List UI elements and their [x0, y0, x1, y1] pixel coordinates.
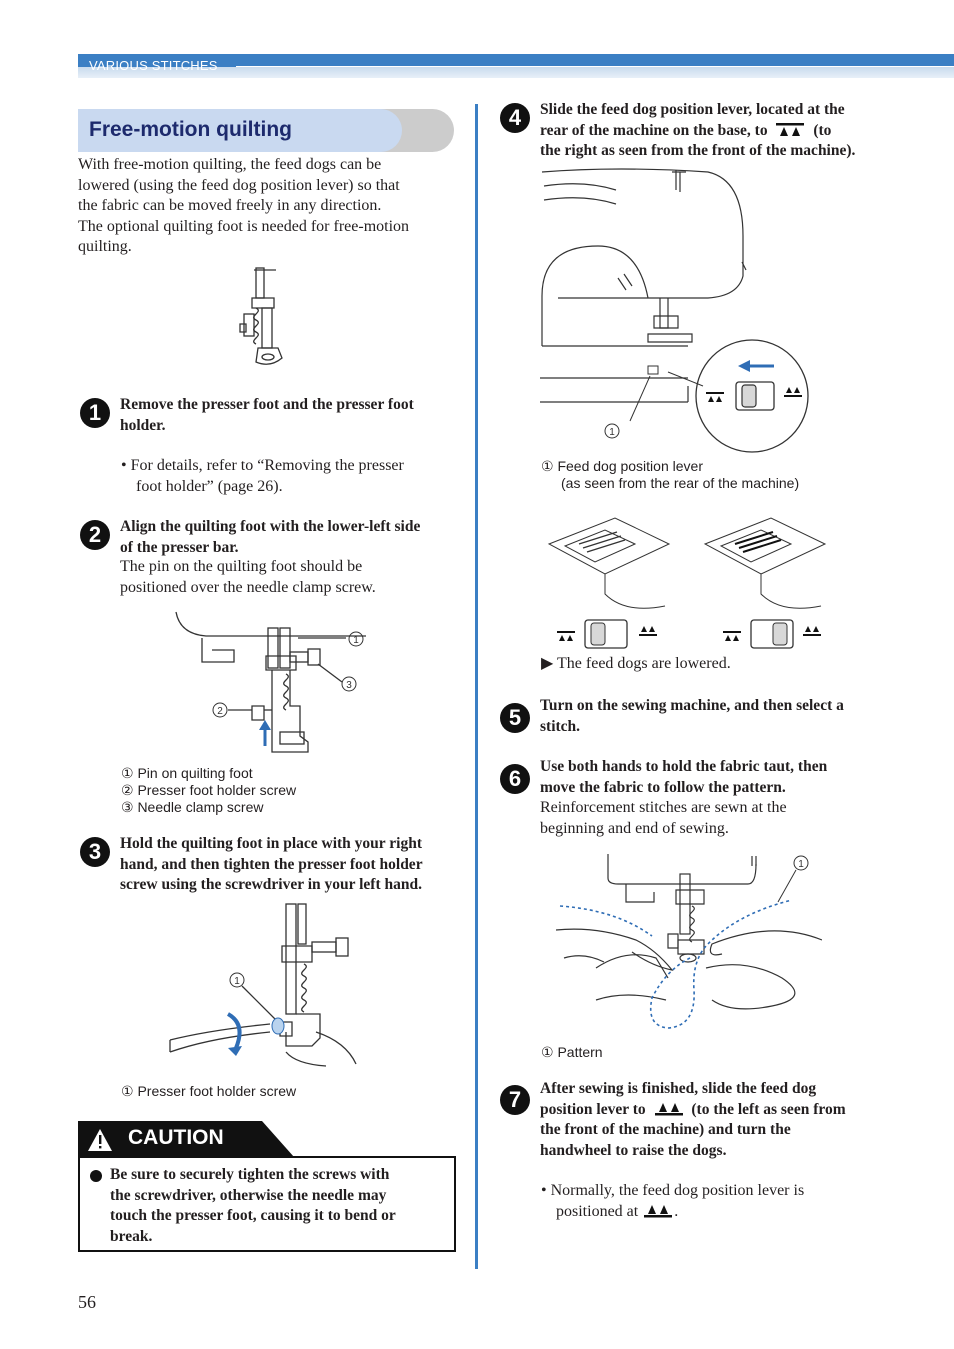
body-line: positioned over the needle clamp screw. — [120, 578, 376, 596]
step-2-title: Align the quilting foot with the lower-l… — [120, 517, 465, 558]
section-title-text: Free-motion quilting — [89, 118, 292, 141]
bullet-segment: . — [674, 1202, 679, 1220]
feed-dog-raised-icon — [654, 1102, 683, 1115]
step-4-title: Slide the feed dog position lever, locat… — [540, 100, 900, 162]
caption-line: ③ Needle clamp screw — [121, 799, 264, 815]
svg-text:1: 1 — [353, 635, 359, 646]
feed-dog-comparison-illustration — [547, 517, 827, 649]
intro-line: lowered (using the feed dog position lev… — [78, 176, 400, 194]
caution-header — [78, 1121, 294, 1157]
step-7-bullet: • Normally, the feed dog position lever … — [541, 1181, 901, 1222]
caution-text: Be sure to securely tighten the screws w… — [110, 1165, 448, 1247]
step-number-badge: 5 — [500, 703, 530, 733]
step-title-line: hand, and then tighten the presser foot … — [120, 855, 423, 873]
step-number-badge: 4 — [500, 103, 530, 133]
caption-line: ② Presser foot holder screw — [121, 782, 297, 798]
body-line: The pin on the quilting foot should be — [120, 558, 363, 575]
intro-paragraph: With free-motion quilting, the feed dogs… — [78, 155, 458, 258]
step-number-badge: 1 — [80, 398, 110, 428]
svg-text:1: 1 — [609, 427, 615, 438]
step-title-line: After sewing is finished, slide the feed… — [540, 1080, 817, 1097]
feed-dog-raised-icon — [644, 1204, 673, 1217]
bullet-segment: positioned at — [556, 1202, 639, 1220]
chapter-label: VARIOUS STITCHES — [89, 58, 218, 73]
step-number-badge: 7 — [500, 1085, 530, 1115]
step-7-title: After sewing is finished, slide the feed… — [540, 1079, 900, 1161]
step-title-line: Use both hands to hold the fabric taut, … — [540, 758, 828, 775]
step-title-line: Slide the feed dog position lever, locat… — [540, 101, 845, 118]
bullet-line: positioned at . — [541, 1202, 901, 1223]
section-title: Free-motion quilting — [78, 109, 454, 152]
caution-line: the screwdriver, otherwise the needle ma… — [110, 1186, 387, 1204]
step-title-line: Remove the presser foot and the presser … — [120, 396, 414, 413]
bullet-line: • For details, refer to “Removing the pr… — [121, 457, 404, 474]
caution-bullet — [90, 1170, 102, 1182]
bullet-line: • Normally, the feed dog position lever … — [541, 1182, 805, 1199]
intro-line: With free-motion quilting, the feed dogs… — [78, 156, 382, 173]
step-1-title: Remove the presser foot and the presser … — [120, 395, 460, 436]
svg-text:2: 2 — [217, 706, 223, 717]
step-title-line: move the fabric to follow the pattern. — [540, 778, 786, 796]
bullet-line: foot holder” (page 26). — [136, 477, 283, 495]
step-6-title: Use both hands to hold the fabric taut, … — [540, 757, 900, 798]
step-6-body: Reinforcement stitches are sewn at the b… — [540, 798, 900, 839]
body-line: Reinforcement stitches are sewn at the — [540, 799, 787, 816]
step-2-captions: ① Pin on quilting foot ② Presser foot ho… — [121, 765, 451, 816]
step-title-line: rear of the machine on the base, to (to — [540, 121, 900, 142]
caption-line: (as seen from the rear of the machine) — [561, 475, 800, 491]
caution-line: break. — [110, 1227, 153, 1245]
svg-text:3: 3 — [346, 680, 352, 691]
caution-line: Be sure to securely tighten the screws w… — [110, 1166, 390, 1183]
step-number-badge: 6 — [500, 764, 530, 794]
caution-box — [78, 1156, 456, 1252]
step-6-caption: ① Pattern — [541, 1044, 603, 1060]
step-number-badge: 2 — [80, 520, 110, 550]
step-2-body: The pin on the quilting foot should be p… — [120, 557, 465, 598]
step-title-segment: rear of the machine on the base, to — [540, 121, 768, 139]
step-title-line: the right as seen from the front of the … — [540, 142, 856, 159]
step-title-line: holder. — [120, 416, 166, 434]
step-5-title: Turn on the sewing machine, and then sel… — [540, 696, 900, 737]
quilting-foot-illustration — [239, 267, 283, 365]
step-title-line: of the presser bar. — [120, 538, 239, 556]
intro-line: quilting. — [78, 238, 132, 255]
step-title-line: Turn on the sewing machine, and then sel… — [540, 697, 844, 714]
step-title-line: handwheel to raise the dogs. — [540, 1141, 727, 1159]
step-title-segment: (to — [813, 121, 832, 139]
step-number-badge: 3 — [80, 837, 110, 867]
feed-dog-lowered-icon — [776, 122, 805, 136]
step-3-title: Hold the quilting foot in place with you… — [120, 834, 465, 896]
step-1-bullet: • For details, refer to “Removing the pr… — [121, 456, 461, 497]
svg-text:1: 1 — [798, 859, 804, 870]
step-title-line: Hold the quilting foot in place with you… — [120, 835, 422, 852]
step-4-captions: ① Feed dog position lever (as seen from … — [541, 458, 871, 492]
step-title-line: screw using the screwdriver in your left… — [120, 876, 422, 893]
step-4-result: ▶ The feed dogs are lowered. — [541, 655, 731, 672]
step-title-line: the front of the machine) and turn the — [540, 1121, 791, 1138]
intro-line: the fabric can be moved freely in any di… — [78, 197, 382, 214]
svg-text:1: 1 — [234, 976, 240, 987]
caption-line: ① Pin on quilting foot — [121, 765, 253, 781]
column-divider — [475, 104, 478, 1269]
step-6-illustration: 1 — [556, 854, 822, 1029]
step-title-segment: (to the left as seen from — [691, 1100, 846, 1118]
header-rule — [236, 66, 954, 67]
step-3-caption: ① Presser foot holder screw — [121, 1083, 297, 1099]
step-title-line: Align the quilting foot with the lower-l… — [120, 518, 421, 535]
step-3-illustration: 1 — [169, 903, 357, 1067]
step-2-illustration: 1 3 2 — [175, 611, 366, 753]
step-title-segment: position lever to — [540, 1100, 646, 1118]
intro-line: The optional quilting foot is needed for… — [78, 217, 410, 235]
step-title-line: stitch. — [540, 717, 581, 735]
page-number: 56 — [78, 1292, 96, 1312]
step-4-machine-illustration: 1 — [540, 168, 809, 453]
section-title-background — [78, 109, 402, 152]
step-title-line: position lever to (to the left as seen f… — [540, 1100, 900, 1121]
caution-heading: CAUTION — [128, 1126, 224, 1149]
caution-line: touch the presser foot, causing it to be… — [110, 1207, 396, 1224]
caption-line: ① Feed dog position lever — [541, 458, 703, 474]
body-line: beginning and end of sewing. — [540, 819, 729, 837]
